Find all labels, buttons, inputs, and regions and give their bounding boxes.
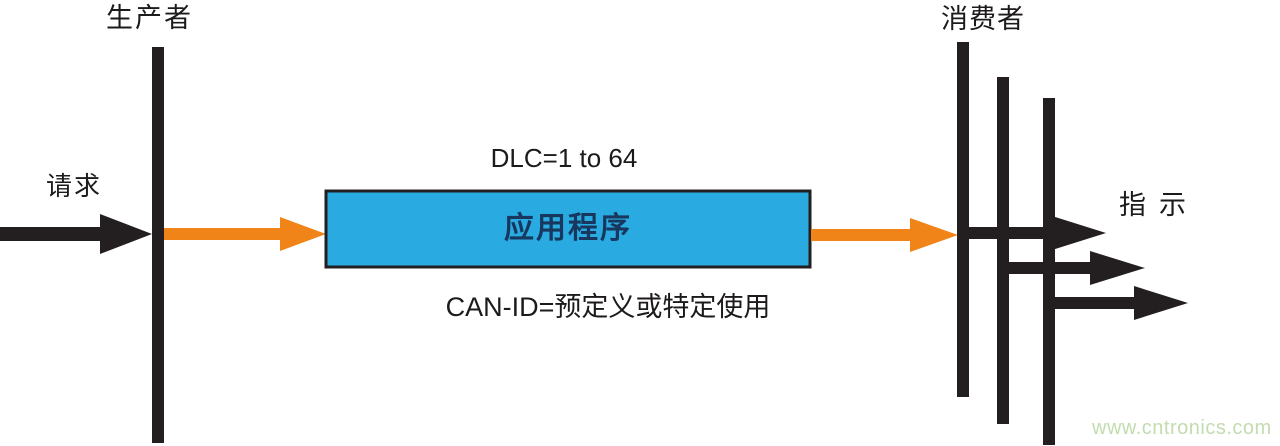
indication-label: 指示 — [1119, 190, 1199, 220]
request-label: 请求 — [46, 171, 103, 201]
producer-to-app-arrow — [164, 217, 326, 251]
app-box-label: 应用程序 — [504, 211, 632, 245]
consumer-timeline-bar-1 — [957, 42, 969, 397]
producer-timeline-bar — [152, 47, 164, 443]
consumer-timeline-bar-2 — [997, 77, 1009, 424]
consumer-label: 消费者 — [941, 4, 1025, 34]
producer-label: 生产者 — [106, 3, 193, 33]
indication-arrow-3 — [1043, 286, 1188, 320]
request-arrow — [0, 214, 152, 254]
can-id-label: CAN-ID=预定义或特定使用 — [445, 292, 771, 322]
dlc-label: DLC=1 to 64 — [490, 143, 638, 173]
indication-arrow-2 — [997, 251, 1145, 285]
watermark: www.cntronics.com — [1092, 417, 1272, 439]
app-to-consumer-arrow — [811, 218, 958, 252]
app-box — [324, 189, 812, 269]
indication-arrow-1 — [958, 216, 1106, 250]
